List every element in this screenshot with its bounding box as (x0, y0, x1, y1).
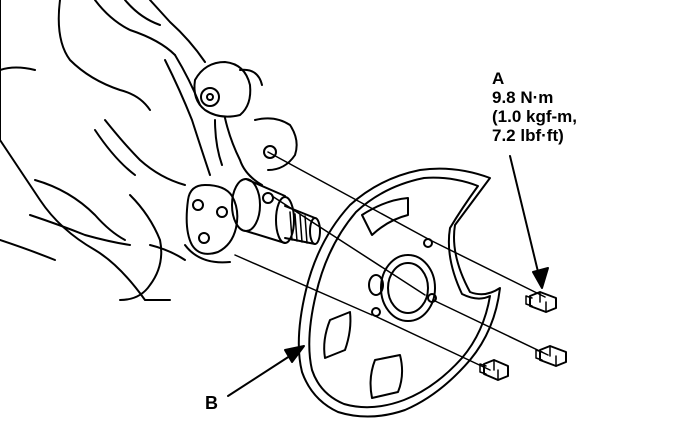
suspension-structure (0, 0, 211, 301)
callout-b-letter: B (205, 393, 218, 413)
callout-a-torque-lbfft: 7.2 lbf·ft) (492, 126, 564, 145)
knuckle-flange (184, 184, 239, 264)
leader-arrow-b (227, 345, 305, 397)
bolt-top (525, 291, 557, 313)
leader-arrow-a (509, 155, 549, 289)
callout-a-torque-kgfm: (1.0 kgf-m, (492, 107, 578, 126)
bolt-bottom (479, 359, 509, 381)
knuckle-upper-mount (193, 61, 298, 204)
wheel-hub-shaft (231, 178, 321, 245)
callout-b: B (205, 394, 218, 413)
callout-a-letter: A (492, 69, 505, 88)
callout-a: A 9.8 N·m (1.0 kgf-m, 7.2 lbf·ft) (492, 69, 577, 145)
callout-a-torque-nm: 9.8 N·m (492, 88, 554, 107)
splash-shield (297, 167, 501, 418)
bolt-middle (535, 345, 567, 367)
